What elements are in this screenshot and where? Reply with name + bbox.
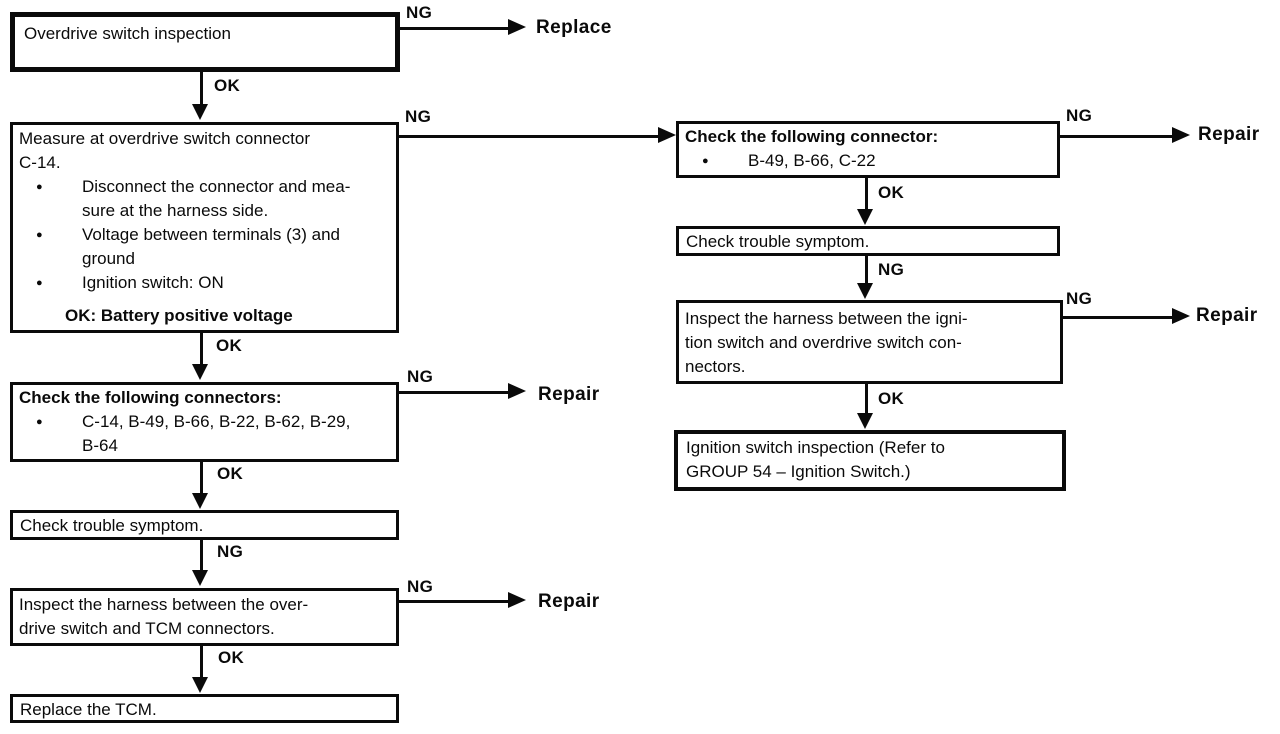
box-text-line: Ignition switch inspection (Refer to <box>686 438 945 457</box>
box-text-line: Ignition switch: ON <box>82 273 224 292</box>
flow-arrow-shaft <box>865 256 868 284</box>
bullet-item: ● B-49, B-66, C-22 <box>685 149 1051 173</box>
bullet-item: ● Disconnect the connector and mea- sure… <box>19 175 390 223</box>
box-text-line: Replace the TCM. <box>20 700 157 719</box>
box-text-line: B-64 <box>82 436 118 455</box>
box-text-line: GROUP 54 – Ignition Switch.) <box>686 462 911 481</box>
edge-label-ok: OK <box>218 648 245 667</box>
arrow-head-right-icon <box>1172 127 1190 143</box>
bullet-item: ● Voltage between terminals (3) and grou… <box>19 223 390 271</box>
box-text-line: Check trouble symptom. <box>20 516 204 535</box>
flow-arrow-shaft <box>200 540 203 572</box>
result-label-repair: Repair <box>1198 124 1260 145</box>
flow-arrow-shaft <box>865 178 868 210</box>
flow-box-check-trouble-symptom-right: Check trouble symptom. <box>676 226 1060 256</box>
flow-arrow-shaft <box>200 333 203 365</box>
arrow-head-down-icon <box>192 493 208 509</box>
edge-label-ok: OK <box>217 464 244 483</box>
bullet-icon: ● <box>702 155 709 167</box>
bullet-icon: ● <box>36 181 43 193</box>
box-heading: Check the following connector: <box>685 127 939 146</box>
edge-label-ng: NG <box>405 107 432 126</box>
box-heading: Check the following connectors: <box>19 388 282 407</box>
arrow-head-down-icon <box>192 677 208 693</box>
arrow-head-right-icon <box>508 19 526 35</box>
box-text-line: Inspect the harness between the over- <box>19 595 309 614</box>
result-label-repair: Repair <box>1196 305 1258 326</box>
arrow-head-right-icon <box>1172 308 1190 324</box>
box-text-line: tion switch and overdrive switch con- <box>685 333 962 352</box>
flow-box-inspect-harness-tcm: Inspect the harness between the over- dr… <box>10 588 399 646</box>
edge-label-ng: NG <box>406 3 433 22</box>
box-text-line: C-14. <box>19 153 61 172</box>
flow-arrow-shaft <box>399 600 508 603</box>
flow-box-check-connector-right: Check the following connector: ● B-49, B… <box>676 121 1060 178</box>
result-label-repair: Repair <box>538 591 600 612</box>
box-text-line: Overdrive switch inspection <box>24 24 231 43</box>
box-text-line: nectors. <box>685 357 746 376</box>
flow-arrow-shaft <box>1061 316 1172 319</box>
box-text-line: ground <box>82 249 135 268</box>
edge-label-ng: NG <box>878 260 905 279</box>
edge-label-ng: NG <box>1066 106 1093 125</box>
flow-arrow-shaft <box>200 462 203 494</box>
box-text-line: Inspect the harness between the igni- <box>685 309 968 328</box>
arrow-head-down-icon <box>857 209 873 225</box>
flow-box-inspect-harness-ignition: Inspect the harness between the igni- ti… <box>676 300 1063 384</box>
flow-arrow-shaft <box>399 135 658 138</box>
edge-label-ng: NG <box>217 542 244 561</box>
flow-arrow-shaft <box>399 391 508 394</box>
flow-box-measure-connector-c14: Measure at overdrive switch connector C-… <box>10 122 399 333</box>
flow-arrow-shaft <box>200 72 203 106</box>
box-text-line: Disconnect the connector and mea- <box>82 177 351 196</box>
flow-arrow-shaft <box>200 646 203 678</box>
flow-arrow-shaft <box>400 27 508 30</box>
edge-label-ok: OK <box>878 183 905 202</box>
flow-arrow-shaft <box>1058 135 1172 138</box>
bullet-item: ● Ignition switch: ON <box>19 271 390 295</box>
edge-label-ok: OK <box>214 76 241 95</box>
flow-box-replace-tcm: Replace the TCM. <box>10 694 399 723</box>
edge-label-ng: NG <box>407 577 434 596</box>
arrow-head-down-icon <box>857 283 873 299</box>
arrow-head-right-icon <box>658 127 676 143</box>
arrow-head-right-icon <box>508 592 526 608</box>
flow-box-overdrive-switch-inspection: Overdrive switch inspection <box>10 12 400 72</box>
box-text-line: Voltage between terminals (3) and <box>82 225 340 244</box>
box-text-line: Measure at overdrive switch connector <box>19 129 311 148</box>
result-label-replace: Replace <box>536 17 612 38</box>
flow-box-ignition-switch-inspection: Ignition switch inspection (Refer to GRO… <box>674 430 1066 491</box>
box-text-line: drive switch and TCM connectors. <box>19 619 275 638</box>
arrow-head-down-icon <box>857 413 873 429</box>
box-text-line: sure at the harness side. <box>82 201 269 220</box>
flow-box-check-connectors: Check the following connectors: ● C-14, … <box>10 382 399 462</box>
box-text-line: Check trouble symptom. <box>686 232 870 251</box>
edge-label-ok: OK <box>878 389 905 408</box>
ok-condition-note: OK: Battery positive voltage <box>65 306 293 325</box>
box-text-line: B-49, B-66, C-22 <box>748 151 876 170</box>
edge-label-ng: NG <box>1066 289 1093 308</box>
arrow-head-right-icon <box>508 383 526 399</box>
arrow-head-down-icon <box>192 104 208 120</box>
flow-arrow-shaft <box>865 384 868 414</box>
arrow-head-down-icon <box>192 570 208 586</box>
bullet-icon: ● <box>36 416 43 428</box>
flow-box-check-trouble-symptom: Check trouble symptom. <box>10 510 399 540</box>
arrow-head-down-icon <box>192 364 208 380</box>
result-label-repair: Repair <box>538 384 600 405</box>
box-text-line: C-14, B-49, B-66, B-22, B-62, B-29, <box>82 412 351 431</box>
bullet-icon: ● <box>36 277 43 289</box>
edge-label-ok: OK <box>216 336 243 355</box>
bullet-item: ● C-14, B-49, B-66, B-22, B-62, B-29, B-… <box>19 410 390 458</box>
edge-label-ng: NG <box>407 367 434 386</box>
bullet-icon: ● <box>36 229 43 241</box>
